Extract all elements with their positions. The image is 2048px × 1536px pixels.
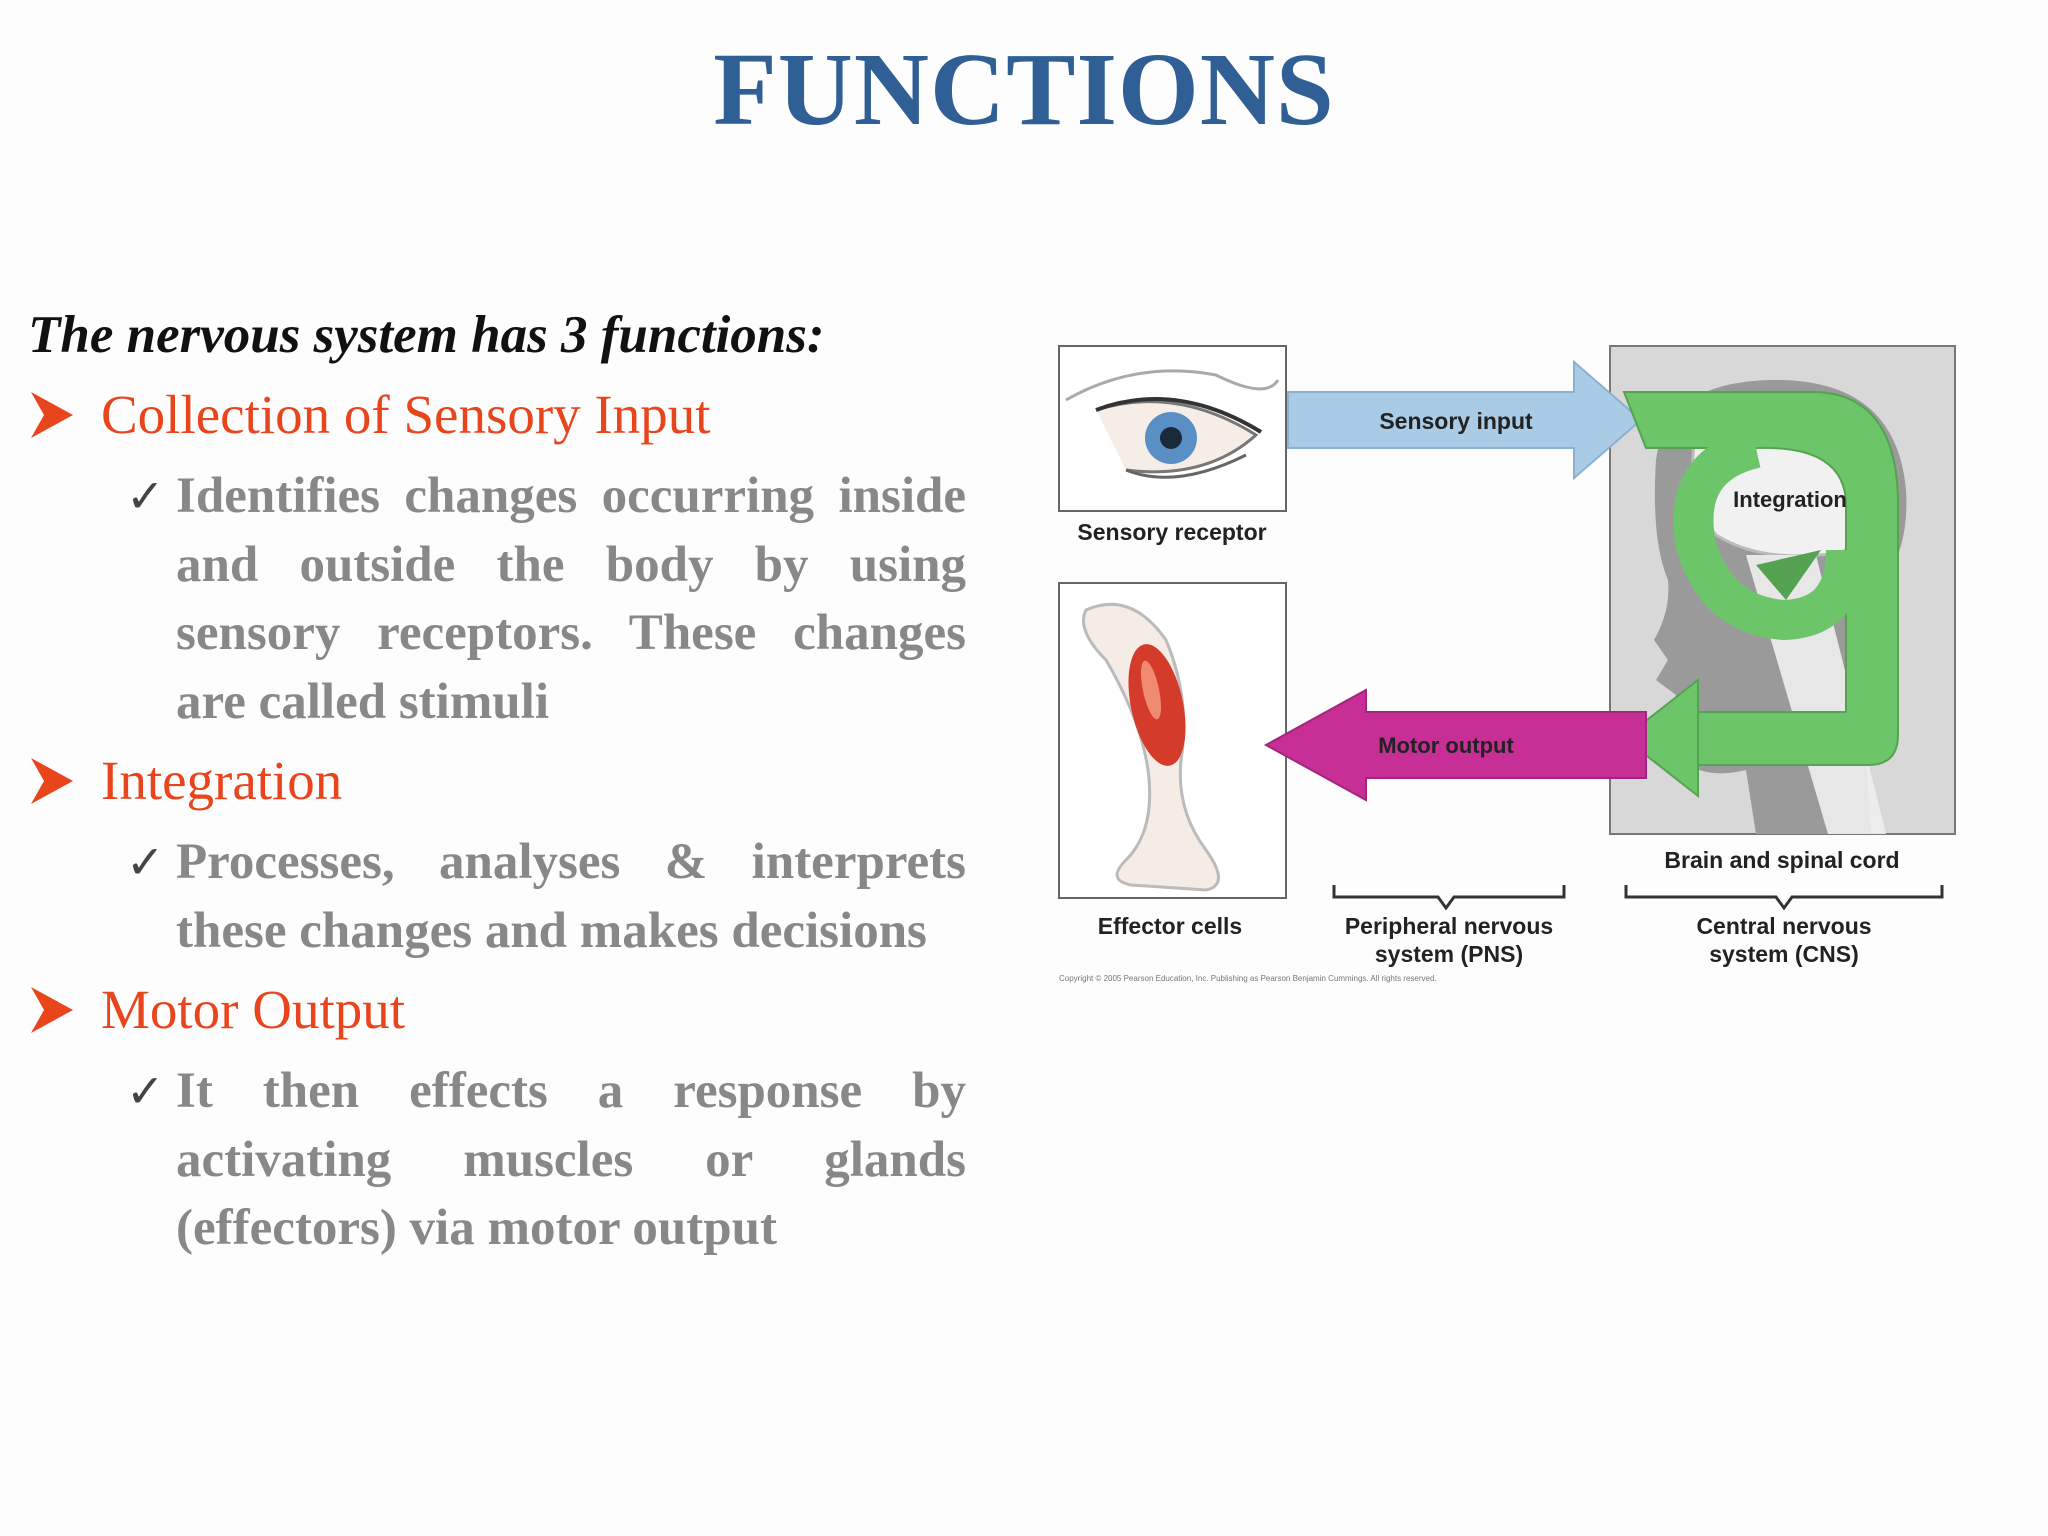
pns-brace <box>1332 885 1566 911</box>
nervous-system-diagram: Sensory receptor Effector cells Sensory … <box>1058 345 1956 983</box>
arrowhead-bullet-icon <box>31 987 73 1033</box>
function-detail: ✓ It then effects a response by activati… <box>126 1057 988 1263</box>
function-label: Collection of Sensory Input <box>101 384 711 445</box>
intro-text: The nervous system has 3 functions: <box>28 306 825 364</box>
sensory-input-label: Sensory input <box>1379 408 1533 434</box>
function-detail: ✓ Processes, analyses & interprets these… <box>126 828 988 965</box>
brain-spinal-cord-label: Brain and spinal cord <box>1664 847 1899 873</box>
function-item-sensory: Collection of Sensory Input <box>28 378 988 452</box>
motor-output-arrow <box>1263 688 1647 802</box>
eye-illustration <box>1058 345 1287 512</box>
cns-label-line1: Central nervous <box>1696 913 1871 939</box>
integration-arrow <box>1622 391 1899 799</box>
function-detail: ✓ Identifies changes occurring inside an… <box>126 462 988 736</box>
sensory-receptor-label: Sensory receptor <box>1077 519 1266 545</box>
cns-label-line2: system (CNS) <box>1709 941 1859 967</box>
pns-label-line2: system (PNS) <box>1375 941 1523 967</box>
arrowhead-bullet-icon <box>31 758 73 804</box>
arrowhead-bullet-icon <box>31 392 73 438</box>
slide-title: FUNCTIONS <box>713 32 1335 147</box>
cns-brace <box>1624 885 1944 911</box>
function-detail-text: Processes, analyses & interprets these c… <box>176 834 966 959</box>
copyright-text: Copyright © 2005 Pearson Education, Inc.… <box>1059 974 1437 983</box>
leg-muscle-illustration <box>1058 582 1287 899</box>
effector-cells-label: Effector cells <box>1098 913 1242 939</box>
function-label: Motor Output <box>101 979 406 1040</box>
function-item-motor: Motor Output <box>28 973 988 1047</box>
checkmark-icon: ✓ <box>126 469 165 523</box>
motor-output-label: Motor output <box>1378 733 1514 758</box>
function-item-integration: Integration <box>28 744 988 818</box>
integration-label: Integration <box>1733 487 1847 512</box>
sensory-input-arrow <box>1287 359 1643 481</box>
function-label: Integration <box>101 750 343 811</box>
function-detail-text: Identifies changes occurring inside and … <box>176 468 966 730</box>
function-detail-text: It then effects a response by activating… <box>176 1063 966 1256</box>
checkmark-icon: ✓ <box>126 1064 165 1118</box>
function-list: The nervous system has 3 functions: Coll… <box>28 300 988 1263</box>
pns-label-line1: Peripheral nervous <box>1345 913 1553 939</box>
checkmark-icon: ✓ <box>126 835 165 889</box>
